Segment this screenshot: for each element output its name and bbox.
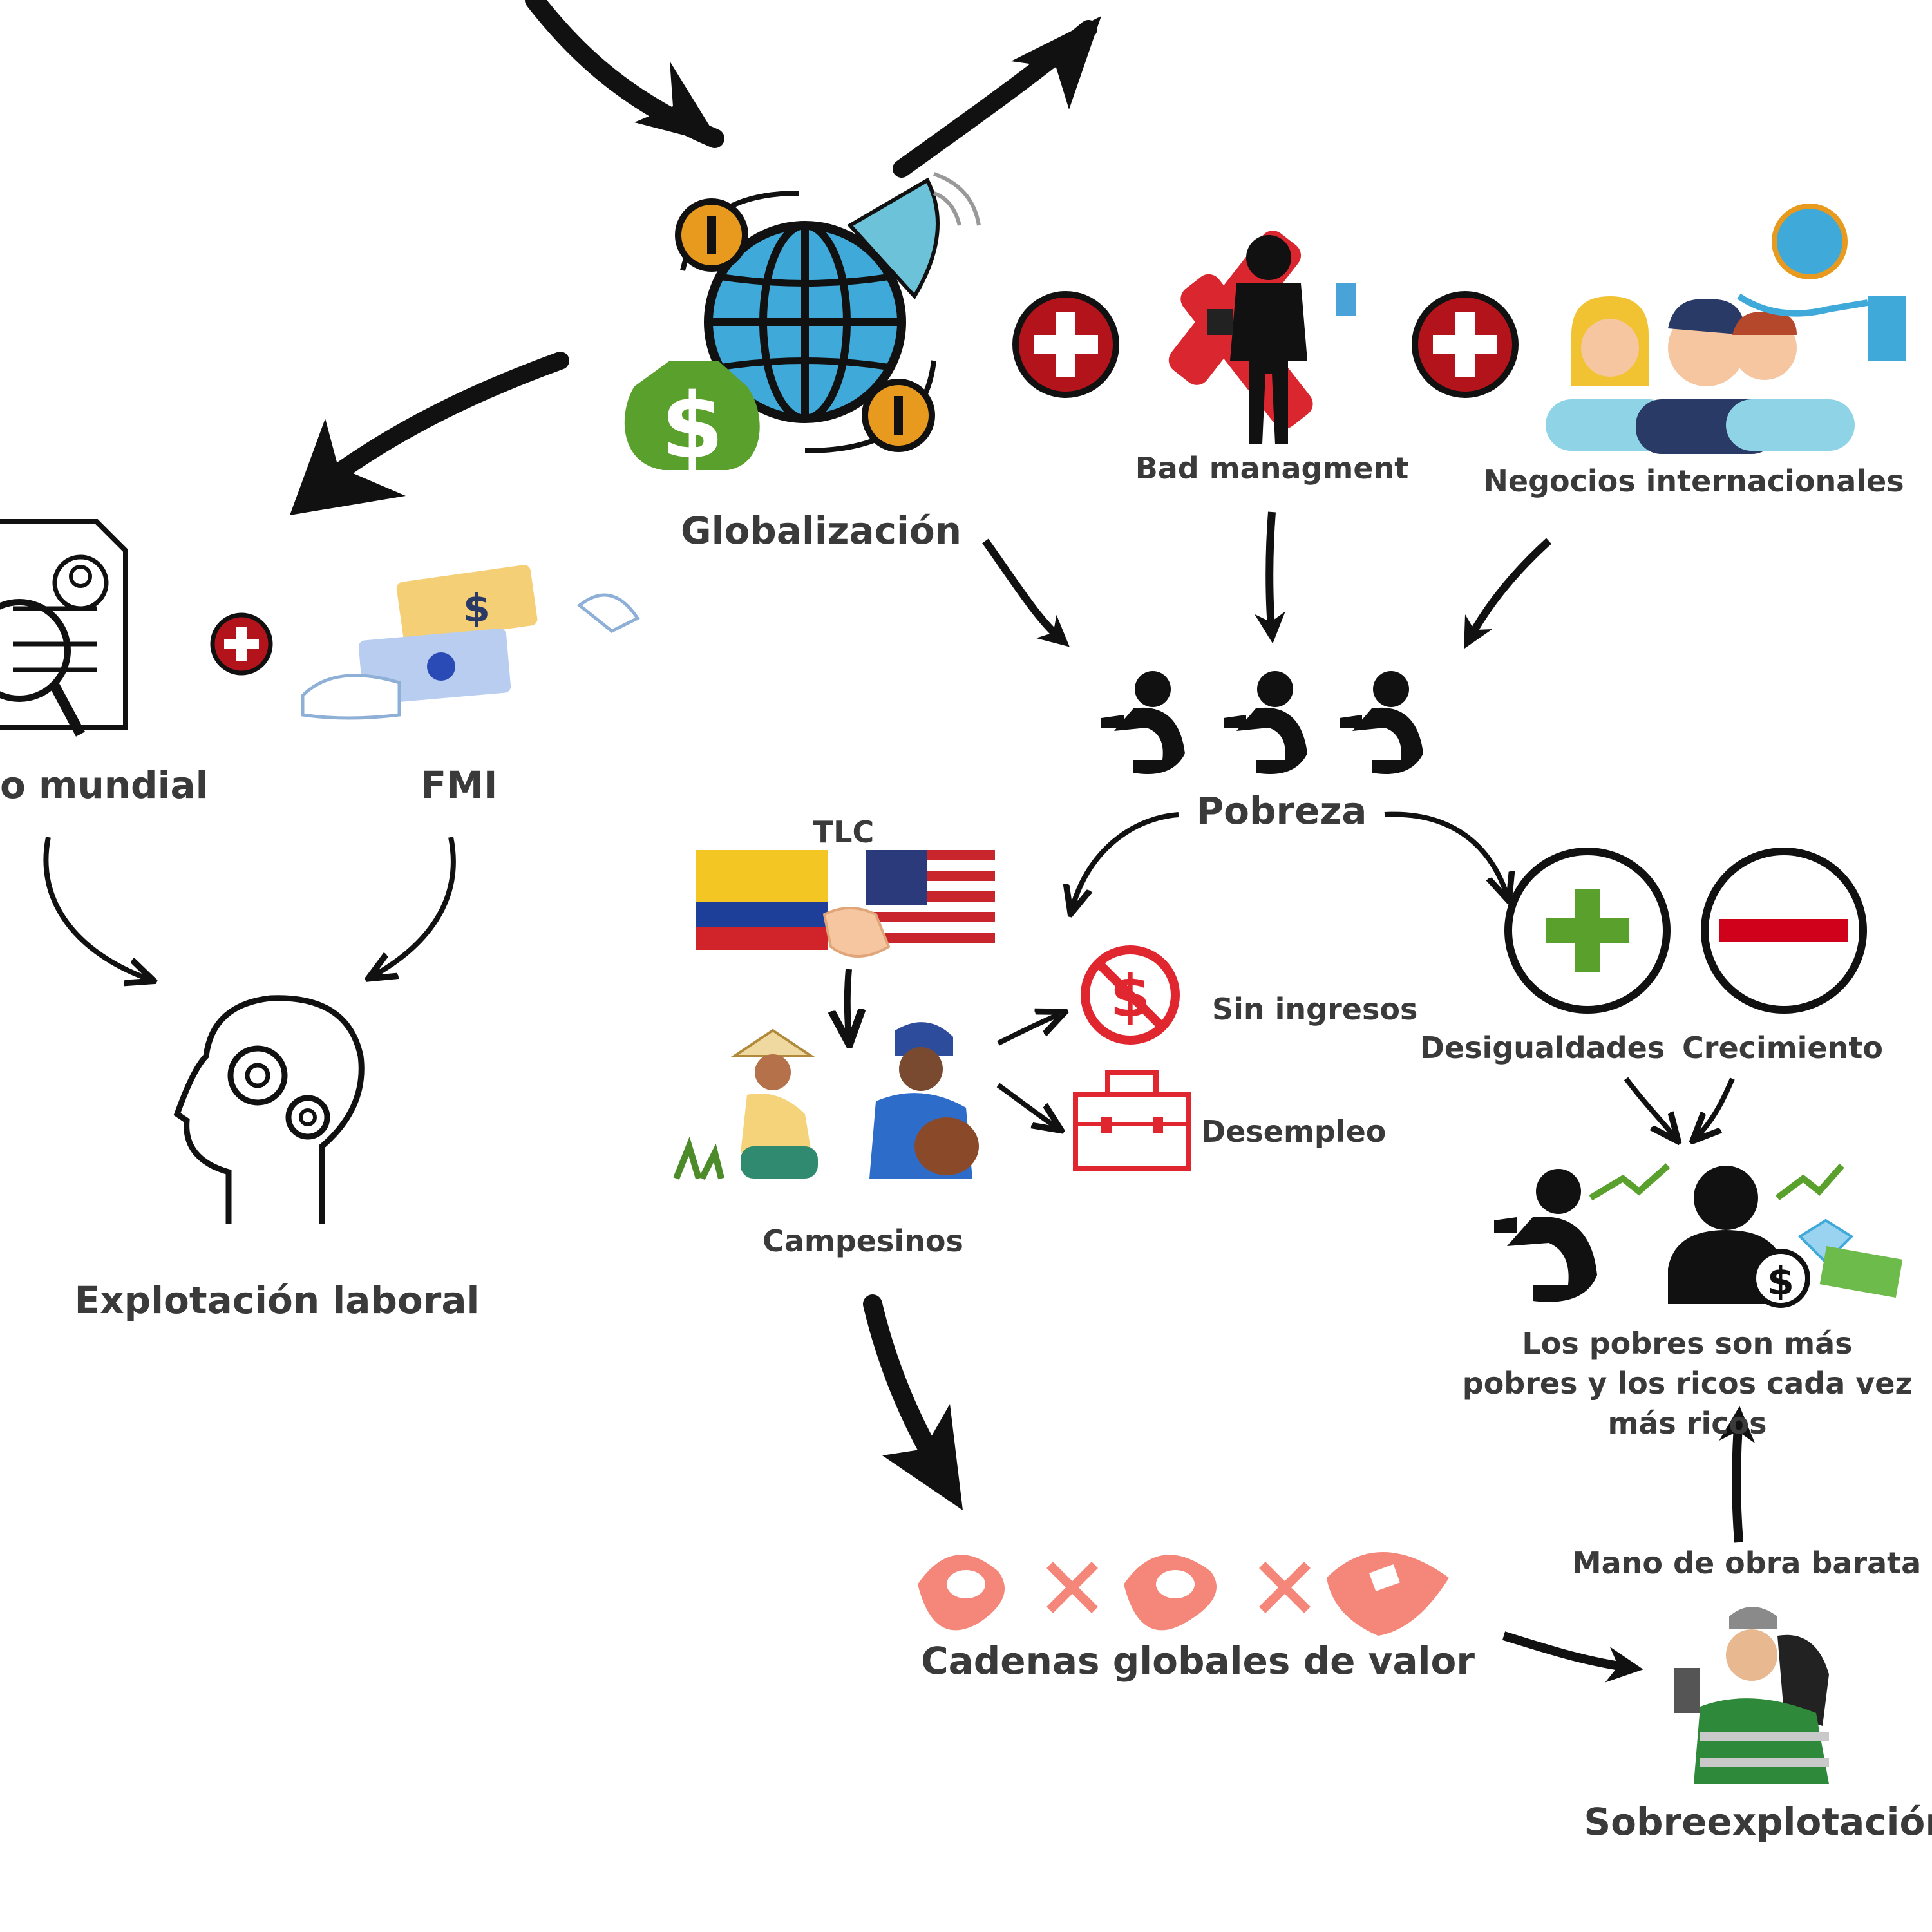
label-sin-ingresos: Sin ingresos [1212, 992, 1418, 1027]
campesinos-to-cadenas-arrow [863, 1294, 963, 1510]
label-sobreexplotacion: Sobreexplotación [1584, 1800, 1932, 1844]
top-right-arrow [893, 16, 1101, 178]
label-crecimiento: Crecimiento [1682, 1030, 1883, 1065]
arrow-fmi-explotacion [374, 837, 456, 976]
globalizacion-to-banco-arrow [290, 352, 569, 515]
arrow-to-sin-ingresos [997, 1014, 1059, 1046]
label-bad-managment: Bad managment [1135, 451, 1409, 486]
label-desigualdades: Desigualdades [1419, 1030, 1665, 1065]
label-tlc: TLC [813, 815, 875, 849]
businessman-icon [1168, 231, 1356, 444]
worker-icon [1674, 1607, 1829, 1784]
svg-text:$: $ [463, 586, 490, 631]
trend-up-icons [1589, 1163, 1844, 1201]
usa-flag-icon [866, 850, 995, 950]
label-mano-de-obra: Mano de obra barata [1571, 1546, 1922, 1580]
arrow-to-desempleo [996, 1083, 1056, 1127]
arrow-sobreexplotacion-pobres [1719, 1406, 1756, 1543]
plus-circle-icon [1504, 848, 1671, 1014]
label-banco-mundial: o mundial [0, 763, 209, 807]
arrow-negocios-pobreza [1464, 538, 1552, 649]
plus-badge-3 [210, 612, 273, 676]
arrow-pobreza-tlc [1072, 812, 1179, 908]
chain-links-icon [918, 1552, 1449, 1636]
business-people-icon [1546, 204, 1906, 454]
label-desempleo: Desempleo [1201, 1114, 1387, 1149]
arrow-bad-pobreza [1255, 511, 1285, 644]
handshake-icon [822, 907, 891, 958]
briefcase-icon [1073, 1070, 1191, 1171]
svg-text:$: $ [1110, 963, 1151, 1030]
label-pobres-ricos: Los pobres son más pobres y los ricos ca… [1462, 1326, 1913, 1441]
arrow-tlc-campesinos [848, 969, 849, 1037]
label-campesinos: Campesinos [762, 1224, 963, 1258]
label-globalizacion: Globalización [680, 509, 962, 553]
svg-text:$: $ [1767, 1259, 1794, 1304]
money-exchange-icon: $ [301, 565, 640, 720]
rich-man-icon: $ [1668, 1166, 1903, 1308]
label-cadenas: Cadenas globales de valor [921, 1639, 1475, 1683]
plus-badge-2 [1412, 291, 1519, 398]
minus-circle-icon [1701, 848, 1867, 1014]
poor-figure-icon [1494, 1169, 1597, 1302]
svg-text:$: $ [661, 374, 723, 479]
arrow-crecimiento-pobres [1697, 1077, 1735, 1137]
label-fmi: FMI [421, 763, 498, 807]
arrow-desigualdades-pobres [1624, 1077, 1674, 1137]
arrow-cadenas-sobreexplotacion [1502, 1631, 1643, 1683]
no-money-icon: $ [1081, 945, 1180, 1045]
arrow-pobreza-plus [1384, 811, 1507, 895]
plus-badge-1 [1012, 291, 1119, 398]
top-left-arrow [525, 0, 724, 148]
begging-figures-icon [1101, 671, 1423, 774]
colombia-flag-icon [696, 850, 828, 950]
farmers-icon [673, 1022, 979, 1180]
label-negocios-internacionales: Negocios internacionales [1483, 464, 1904, 498]
label-pobreza: Pobreza [1196, 789, 1367, 833]
arrow-banco-explotacion [43, 837, 148, 979]
head-gears-icon [173, 995, 365, 1224]
document-search-icon [0, 519, 128, 737]
globe-money-icon: $ [624, 172, 981, 479]
arrow-globalizacion-pobreza [982, 538, 1070, 647]
label-explotacion-laboral: Explotación laboral [74, 1278, 480, 1322]
